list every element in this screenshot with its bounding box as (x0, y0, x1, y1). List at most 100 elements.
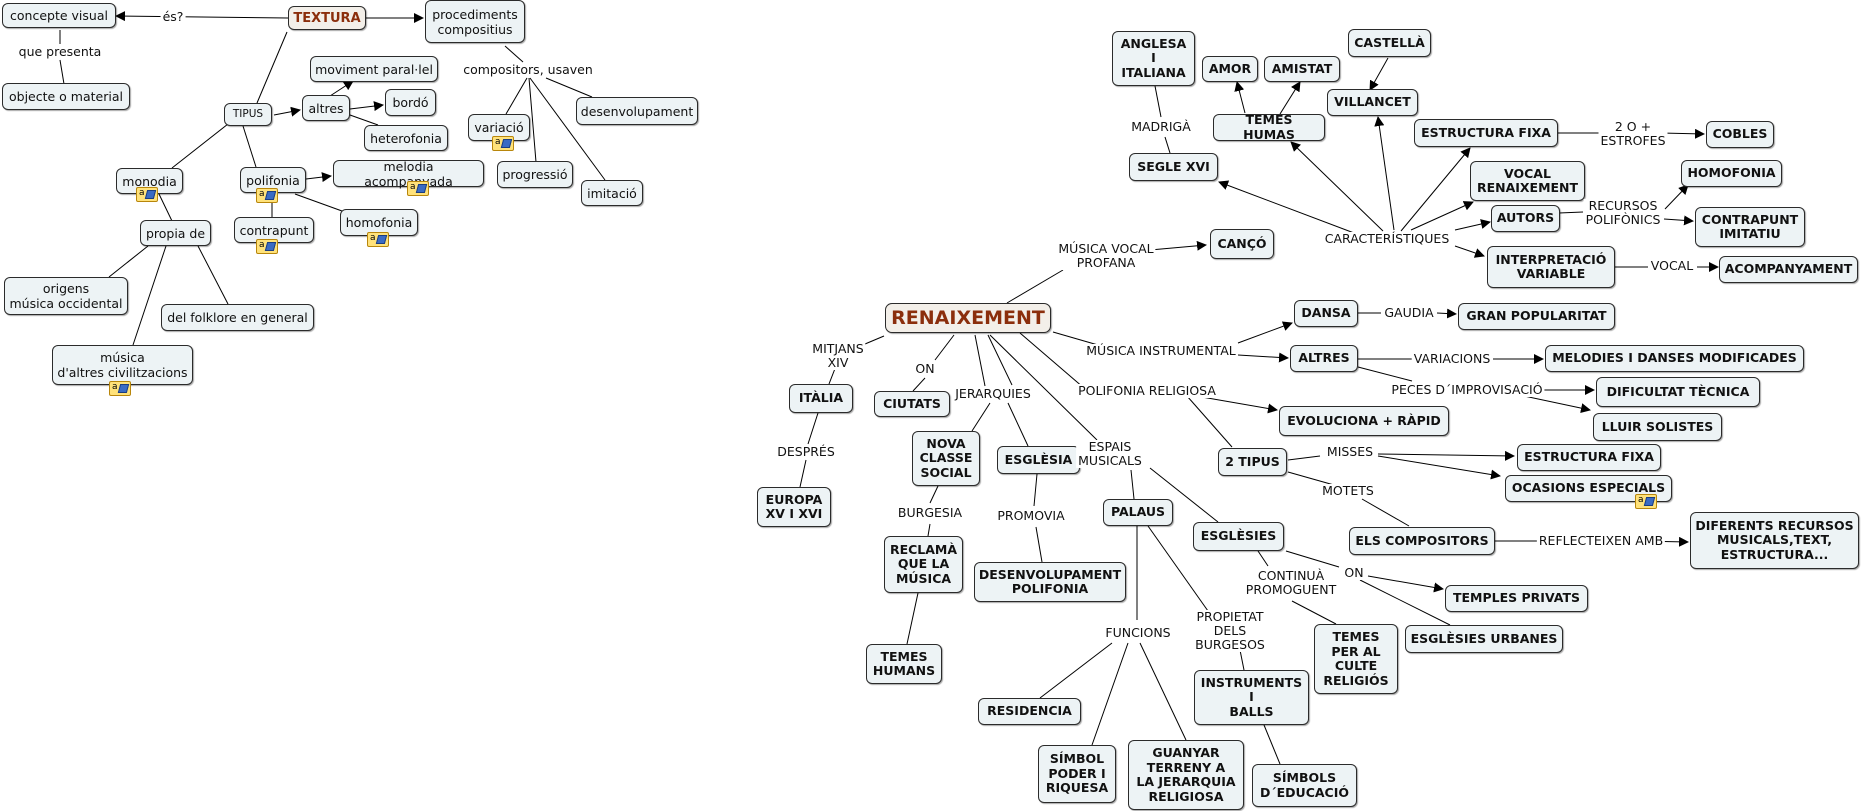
objecte-material-node[interactable]: objecte o material (2, 83, 130, 110)
italia-node[interactable]: ITÀLIA (789, 384, 853, 413)
renaixement-node[interactable]: RENAIXEMENT (885, 303, 1051, 333)
autors-node[interactable]: AUTORS (1491, 205, 1560, 232)
reclama-node[interactable]: RECLAMÀ QUE LA MÚSICA (884, 536, 963, 593)
temes-culte-node[interactable]: TEMES PER AL CULTE RELIGIÓS (1314, 624, 1398, 694)
note-icon[interactable]: a (407, 181, 429, 196)
line-connector (1164, 136, 1171, 154)
melodies-danses-node[interactable]: MELODIES I DANSES MODIFICADES (1545, 345, 1804, 372)
els-compositors-node[interactable]: ELS COMPOSITORS (1349, 527, 1495, 555)
imitacio-node[interactable]: imitació (581, 180, 643, 206)
reflecteixen-amb-label: REFLECTEIXEN AMB (1536, 533, 1666, 548)
note-icon[interactable]: a (256, 188, 278, 203)
esglesia-node[interactable]: ESGLÈSIA (997, 446, 1080, 474)
evoluciona-node[interactable]: EVOLUCIONA + RÀPID (1279, 406, 1449, 436)
line-connector (197, 245, 229, 305)
esglesies-urbanes-node[interactable]: ESGLÈSIES URBANES (1405, 625, 1563, 653)
desenvolupament-node[interactable]: desenvolupament (576, 97, 698, 125)
line-connector (132, 245, 167, 346)
amistat-node[interactable]: AMISTAT (1264, 56, 1340, 82)
line-connector (1019, 332, 1085, 389)
line-connector (349, 114, 379, 126)
line-connector (108, 245, 149, 278)
altres-node[interactable]: ALTRES (1290, 345, 1358, 372)
line-connector (1263, 724, 1281, 765)
estructura-fixa-2-node[interactable]: ESTRUCTURA FIXA (1517, 444, 1661, 471)
procediments-compositius-node[interactable]: procediments compositius (425, 0, 525, 43)
temples-privats-node[interactable]: TEMPLES PRIVATS (1445, 585, 1588, 612)
gran-popularitat-node[interactable]: GRAN POPULARITAT (1458, 303, 1615, 330)
heterofonia-node[interactable]: heterofonia (364, 125, 448, 151)
villancet-node[interactable]: VILLANCET (1327, 89, 1418, 116)
dansa-node[interactable]: DANSA (1294, 300, 1358, 327)
note-icon[interactable]: a (109, 381, 131, 396)
misses-label: MISSES (1324, 444, 1376, 459)
altres-node[interactable]: altres (302, 95, 350, 121)
musica-vocal-profana-label: MÚSICA VOCAL PROFANA (1056, 241, 1156, 270)
diferents-recursos-node[interactable]: DIFERENTS RECURSOS MUSICALS,TEXT, ESTRUC… (1690, 512, 1859, 569)
tipus-node[interactable]: TIPUS (224, 103, 272, 126)
europa-node[interactable]: EUROPA XV I XVI (757, 487, 831, 527)
line-connector (1091, 642, 1129, 746)
temes-humans-node[interactable]: TEMES HUMANS (866, 644, 942, 684)
compositors-usaven-label: compositors, usaven (461, 62, 595, 77)
line-connector (1287, 471, 1335, 486)
arrow-connector (1237, 352, 1289, 363)
anglesa-italiana-node[interactable]: ANGLESA I ITALIANA (1112, 31, 1195, 86)
on-label: ON (913, 361, 937, 376)
cobles-node[interactable]: COBLES (1706, 121, 1774, 148)
instruments-balls-node[interactable]: INSTRUMENTS I BALLS (1194, 670, 1309, 725)
line-connector (1149, 467, 1219, 523)
note-icon[interactable]: a (256, 239, 278, 254)
concepte-visual-node[interactable]: concepte visual (2, 3, 116, 28)
lluir-solistes-node[interactable]: LLUIR SOLISTES (1593, 413, 1722, 441)
estructura-fixa-node[interactable]: ESTRUCTURA FIXA (1414, 119, 1558, 147)
arrow-connector (1218, 180, 1363, 237)
line-connector (1154, 85, 1162, 118)
note-icon[interactable]: a (492, 136, 514, 151)
contrapunt-node[interactable]: contrapunt (234, 217, 314, 243)
note-icon[interactable]: a (1635, 494, 1657, 509)
moviment-parallel-node[interactable]: moviment paral·lel (310, 56, 438, 82)
castella-node[interactable]: CASTELLÀ (1348, 29, 1431, 57)
simbols-educacio-node[interactable]: SÍMBOLS D´EDUCACIÓ (1252, 764, 1357, 807)
palaus-node[interactable]: PALAUS (1103, 499, 1173, 526)
segle-xvi-node[interactable]: SEGLE XVI (1129, 153, 1218, 181)
desenvolupament-polifonia-node[interactable]: DESENVOLUPAMENT POLIFONIA (974, 562, 1126, 602)
propia-de-node[interactable]: propia de (140, 220, 211, 246)
textura-node[interactable]: TEXTURA (288, 6, 366, 30)
bordo-node[interactable]: bordó (385, 89, 436, 116)
line-connector (971, 402, 991, 432)
progressio-node[interactable]: progressió (497, 161, 573, 188)
dos-o-mes-estrofes-label: 2 O + ESTROFES (1598, 119, 1668, 148)
interpretacio-variable-node[interactable]: INTERPRETACIÓ VARIABLE (1487, 246, 1615, 288)
folklore-node[interactable]: del folklore en general (161, 304, 314, 331)
homofonia-node[interactable]: HOMOFONIA (1681, 160, 1782, 187)
residencia-node[interactable]: RESIDENCIA (978, 698, 1081, 725)
arrow-connector (1664, 184, 1689, 210)
mitjans-xiv-label: MITJANS XIV (810, 341, 866, 370)
simbol-poder-node[interactable]: SÍMBOL PODER I RIQUESA (1038, 745, 1116, 803)
canco-node[interactable]: CANÇÓ (1210, 229, 1274, 259)
note-icon[interactable]: a (367, 232, 389, 247)
guanyar-terreny-node[interactable]: GUANYAR TERRENY A LA JERARQUIA RELIGIOSA (1128, 740, 1244, 810)
dos-tipus-node[interactable]: 2 TIPUS (1218, 448, 1287, 476)
jerarquies-label: JERARQUIES (953, 386, 1033, 401)
line-connector (504, 45, 524, 63)
ciutats-node[interactable]: CIUTATS (874, 391, 950, 417)
variacio-node[interactable]: variació (468, 114, 530, 141)
dificultat-tecnica-node[interactable]: DIFICULTAT TÈCNICA (1596, 377, 1760, 407)
amor-node[interactable]: AMOR (1202, 56, 1258, 82)
esglesies-node[interactable]: ESGLÈSIES (1193, 522, 1284, 551)
vocal-renaixement-node[interactable]: VOCAL RENAIXEMENT (1470, 161, 1585, 201)
altres-civilitzacions-node[interactable]: música d'altres civilitzacions (52, 345, 193, 385)
ocasions-especials-node[interactable]: OCASIONS ESPECIALS (1505, 475, 1672, 502)
origens-node[interactable]: origens música occidental (4, 277, 128, 315)
contrapunt-imitatiu-node[interactable]: CONTRAPUNT IMITATIU (1695, 207, 1805, 247)
arrow-connector (1234, 81, 1246, 114)
nova-classe-social-node[interactable]: NOVA CLASSE SOCIAL (912, 431, 980, 486)
note-icon[interactable]: a (136, 187, 158, 202)
temes-humas-node[interactable]: TEMES HUMAS (1213, 112, 1325, 141)
line-connector (1287, 455, 1321, 461)
acompanyament-node[interactable]: ACOMPANYAMENT (1719, 256, 1858, 283)
homofonia-left-node[interactable]: homofonia (340, 209, 418, 236)
